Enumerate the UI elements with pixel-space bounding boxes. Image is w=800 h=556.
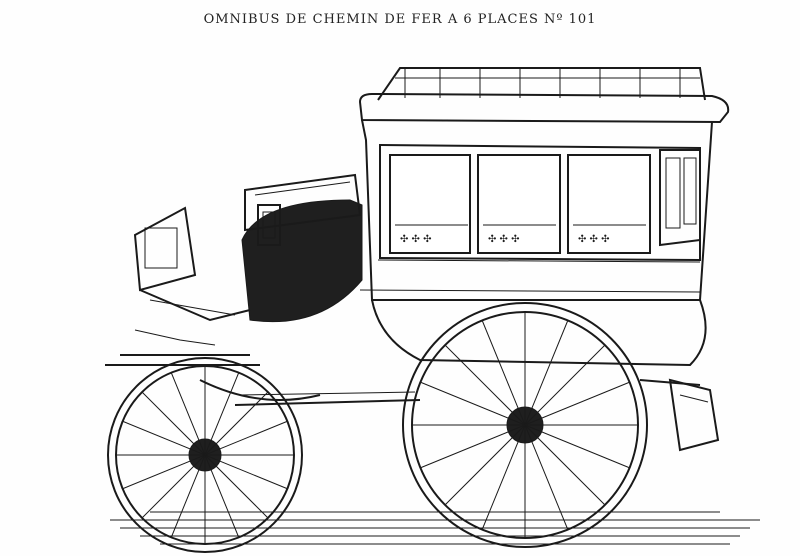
undercarriage <box>234 379 701 406</box>
window-left <box>389 154 471 254</box>
front-springs <box>105 329 321 401</box>
carriage-lamp <box>257 204 281 246</box>
svg-text:✣ ✣ ✣: ✣ ✣ ✣ <box>400 234 432 245</box>
footboard <box>133 206 251 322</box>
svg-text:✣ ✣ ✣: ✣ ✣ ✣ <box>488 234 520 245</box>
rear-step <box>668 378 720 452</box>
passenger-compartment: ✣ ✣ ✣ ✣ ✣ ✣ ✣ ✣ ✣ <box>361 119 713 301</box>
svg-text:✣ ✣ ✣: ✣ ✣ ✣ <box>578 234 610 245</box>
lower-body-panel <box>359 259 707 367</box>
page-title: OMNIBUS DE CHEMIN DE FER A 6 PLACES Nº 1… <box>203 12 597 27</box>
window-right <box>567 154 651 254</box>
rear-wheel <box>402 302 648 548</box>
driver-seat <box>241 173 363 323</box>
window-center <box>477 154 561 254</box>
front-wheel <box>107 357 303 553</box>
ground-shadow <box>110 511 760 545</box>
roof-luggage-rail <box>358 67 730 124</box>
